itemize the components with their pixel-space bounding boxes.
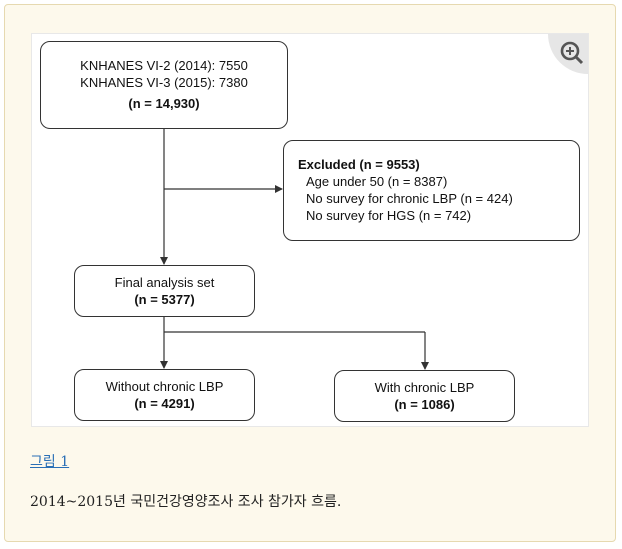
without-lbp-box: Without chronic LBP (n = 4291) (74, 369, 255, 421)
source-line-2014: KNHANES VI-2 (2014): 7550 (80, 58, 248, 73)
final-set-box: Final analysis set (n = 5377) (74, 265, 255, 317)
without-lbp-count: (n = 4291) (134, 396, 195, 411)
with-lbp-count: (n = 1086) (394, 397, 455, 412)
source-total: (n = 14,930) (128, 96, 200, 111)
final-set-count: (n = 5377) (134, 292, 195, 307)
zoom-in-icon (560, 41, 584, 65)
figure-caption: 2014~2015년 국민건강영양조사 조사 참가자 흐름. (30, 494, 342, 510)
without-lbp-label: Without chronic LBP (105, 379, 224, 394)
figure-link[interactable]: 그림 1 (30, 454, 70, 470)
excluded-box: Excluded (n = 9553) Age under 50 (n = 83… (283, 140, 580, 241)
flowchart-connectors (160, 129, 429, 370)
final-set-label: Final analysis set (114, 275, 215, 290)
source-line-2015: KNHANES VI-3 (2015): 7380 (80, 75, 248, 90)
excluded-lbp-survey: No survey for chronic LBP (n = 424) (306, 191, 513, 206)
flowchart-figure: KNHANES VI-2 (2014): 7550 KNHANES VI-3 (… (31, 33, 589, 427)
with-lbp-label: With chronic LBP (374, 380, 475, 395)
excluded-hgs-survey: No survey for HGS (n = 742) (306, 208, 472, 223)
source-box: KNHANES VI-2 (2014): 7550 KNHANES VI-3 (… (40, 41, 288, 129)
excluded-title: Excluded (n = 9553) (298, 157, 420, 172)
with-lbp-box: With chronic LBP (n = 1086) (334, 370, 515, 422)
excluded-age: Age under 50 (n = 8387) (306, 174, 448, 189)
